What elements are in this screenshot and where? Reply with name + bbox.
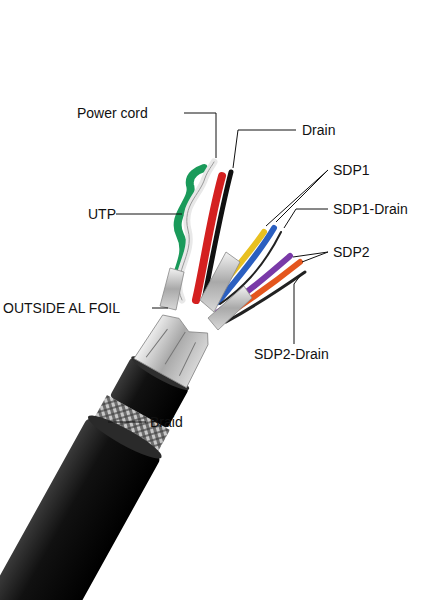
foil-creases (146, 321, 199, 375)
leader-line (108, 422, 146, 423)
leader-lines (108, 113, 328, 422)
callout-label: UTP (88, 206, 116, 222)
leader-line (152, 308, 168, 309)
callout-label: SDP2 (333, 244, 370, 260)
callout-label: SDP2-Drain (254, 346, 329, 362)
leader-line (116, 214, 182, 215)
leader-line (184, 113, 216, 158)
leader-line (284, 209, 328, 228)
leader-line (294, 276, 300, 344)
outside-al-foil (134, 308, 215, 388)
callout-label: SDP1-Drain (333, 201, 408, 217)
sdp2-foil (208, 286, 252, 330)
callout-label: OUTSIDE AL FOIL (3, 300, 120, 316)
callout-label: Drain (302, 122, 335, 138)
callout-label: SDP1 (333, 162, 370, 178)
leader-line (293, 252, 328, 262)
utp-foil (160, 268, 184, 310)
callout-label: Power cord (77, 105, 148, 121)
leader-line (266, 170, 328, 226)
cable-body (0, 302, 225, 600)
leader-line (233, 130, 296, 168)
callout-label: Braid (150, 414, 183, 430)
